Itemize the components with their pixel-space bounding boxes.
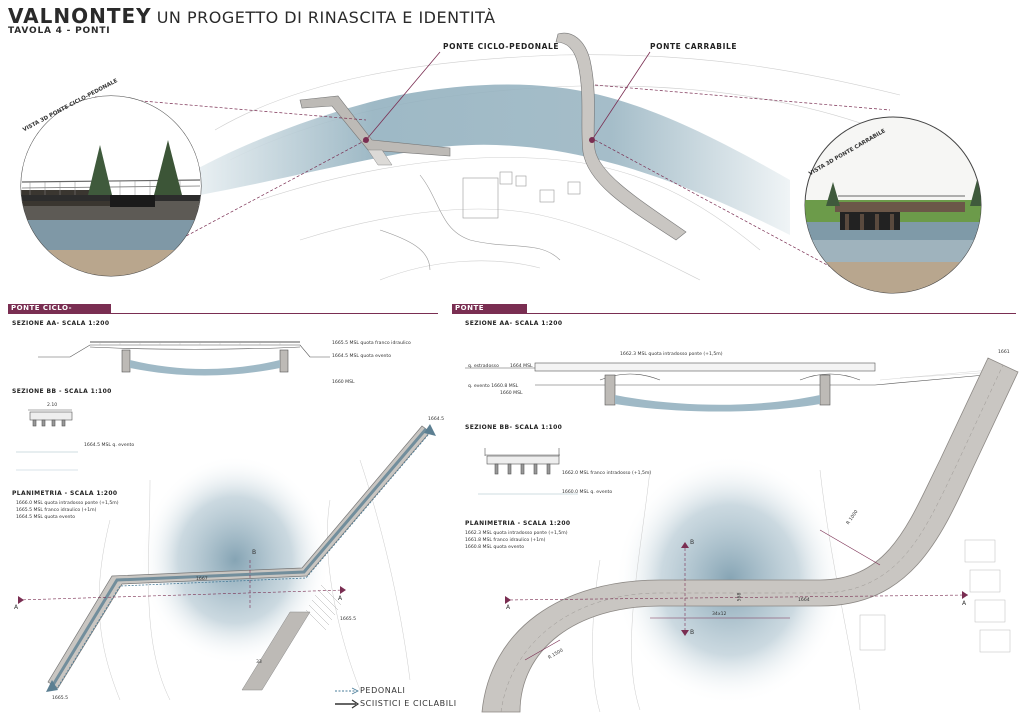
ped-elev-bottom: 1665.5 <box>52 696 69 701</box>
car-plan-section-markers <box>505 542 968 636</box>
right-panel-header: PONTE CARRABILE <box>452 304 527 321</box>
car-sezione-bb-title: SEZIONE BB- SCALA 1:100 <box>465 424 563 431</box>
car-aa-label-5: 1660 MSL <box>500 391 523 396</box>
ped-plan-stairs <box>305 584 342 631</box>
left-panel-header: PONTE CICLO-PEDONALE <box>8 304 111 321</box>
car-elev-corner: 1661 <box>998 350 1010 355</box>
car-marker-a-right: A <box>962 600 967 607</box>
ped-dim-label: 1667 <box>196 577 208 582</box>
ped-bb-label: 1664.5 MSL q. evento <box>84 443 135 448</box>
ped-marker-a-left: A <box>14 604 19 611</box>
car-aa-label-4: q. evento 1660.8 MSL <box>468 384 519 389</box>
car-bb-label-1: 1662.0 MSL franco intradosso (+1,5m) <box>562 471 652 476</box>
car-dim-w: 568 <box>737 592 743 602</box>
car-planimetria-title: PLANIMETRIA - SCALA 1:200 <box>465 520 571 527</box>
ped-plan-ped-lane <box>55 434 429 691</box>
legend-arrows <box>335 687 360 709</box>
ped-marker-b: B <box>252 549 257 556</box>
overview-buildings <box>379 171 581 271</box>
ped-plan-water <box>140 455 330 665</box>
ped-dim-side: 33 <box>256 660 262 665</box>
ped-aa-label-3: 1660 MSL <box>332 380 355 385</box>
car-section-bb <box>478 448 578 495</box>
ped-plan-road <box>241 611 311 691</box>
ped-elev-top: 1664.5 <box>428 417 445 422</box>
ped-plan-arrows <box>46 424 436 692</box>
ped-plan-bridge-deck <box>47 425 431 689</box>
car-aa-label-1: 1662.3 MSL quota intradosso ponte (+1,5m… <box>620 352 723 357</box>
ped-plan-contours <box>98 459 411 701</box>
car-bb-label-2: 1660.0 MSL q. evento <box>562 490 613 495</box>
callout-car-bridge: PONTE CARRABILE <box>650 42 738 51</box>
callout-leaders <box>365 51 651 141</box>
ped-section-bb <box>16 409 78 471</box>
ped-elev-mid: 1665.5 <box>340 617 357 622</box>
ped-marker-a-right: A <box>338 595 343 602</box>
car-sezione-aa-title: SEZIONE AA- SCALA 1:200 <box>465 320 563 327</box>
marker-car <box>589 137 595 143</box>
title-sub: UN PROGETTO DI RINASCITA E IDENTITÀ <box>156 8 496 27</box>
legend-pedonali: PEDONALI <box>360 686 406 695</box>
car-plan-label-1: 1662.3 MSL quota intradosso ponte (+1,5m… <box>465 531 568 536</box>
callout-ped-bridge: PONTE CICLO-PEDONALE <box>443 42 560 51</box>
car-section-aa <box>465 362 996 412</box>
car-dim-span: 34x12 <box>712 612 727 617</box>
car-plan-section-lines <box>504 529 971 661</box>
ped-planimetria-title: PLANIMETRIA - SCALA 1:200 <box>12 490 118 497</box>
car-marker-b-bottom: B <box>690 629 695 636</box>
page-title: VALNONTEY UN PROGETTO DI RINASCITA E IDE… <box>8 4 496 28</box>
car-marker-a-left: A <box>506 604 511 611</box>
car-aa-label-3: 1664 MSL <box>510 364 533 369</box>
ped-plan-label-2: 1665.5 MSL franco idraulico (+1m) <box>16 508 97 513</box>
legend-sciistici: SCIISTICI E CICLABILI <box>360 699 457 708</box>
ped-plan-label-1: 1666.0 MSL quota intradosso ponte (+1,5m… <box>16 501 119 506</box>
ped-plan-section-markers <box>18 586 346 604</box>
ped-plan-label-3: 1664.5 MSL quota evento <box>16 515 76 520</box>
tavola-label: TAVOLA 4 - PONTI <box>8 26 111 36</box>
ped-plan-section-lines <box>17 560 346 610</box>
car-plan-label-2: 1661.8 MSL franco idraulico (+1m) <box>465 538 546 543</box>
overview-car-bridge <box>555 32 687 241</box>
overview-river <box>195 84 790 236</box>
ped-aa-label-2: 1664.5 MSL quota evento <box>332 354 392 359</box>
ped-sezione-aa-title: SEZIONE AA- SCALA 1:200 <box>12 320 110 327</box>
overview-ped-bridge <box>299 95 451 157</box>
ped-aa-label-1: 1665.5 MSL quota franco idraulico <box>332 341 411 346</box>
marker-ped <box>363 137 369 143</box>
ped-sezione-bb-title: SEZIONE BB - SCALA 1:100 <box>12 388 112 395</box>
title-main: VALNONTEY <box>8 4 152 28</box>
ped-section-aa <box>38 341 330 376</box>
car-marker-b-top: B <box>690 539 695 546</box>
car-plan-buildings <box>859 539 1011 653</box>
left-panel-rule <box>8 313 438 314</box>
right-panel-rule <box>452 313 1016 314</box>
car-dim-elev: 1664 <box>798 598 810 603</box>
car-plan-label-3: 1660.8 MSL quota evento <box>465 545 525 550</box>
ped-plan-ski-lane <box>51 428 428 686</box>
car-aa-label-2: q. estradosso <box>468 364 499 369</box>
ped-bb-width: 2.10 <box>47 403 58 408</box>
vista-ped-content <box>21 96 201 276</box>
